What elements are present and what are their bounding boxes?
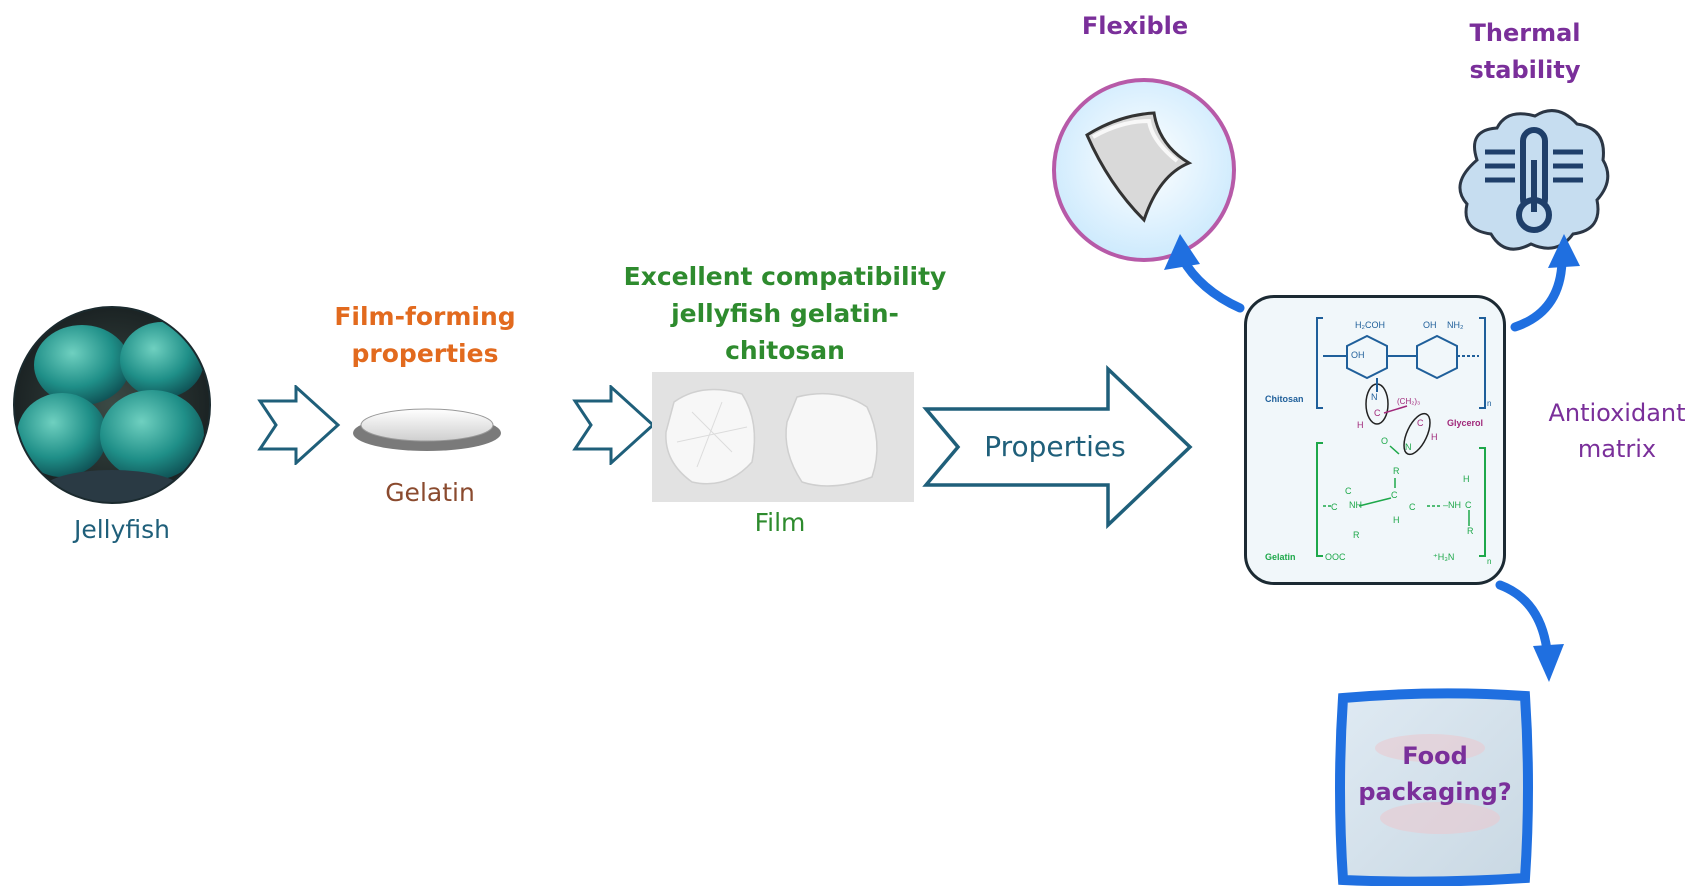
- glycerol-text: Glycerol: [1447, 418, 1483, 428]
- h2coh-text: H₂COH: [1355, 320, 1385, 330]
- gelatin-title-line2: properties: [351, 339, 499, 368]
- nh2-text: NH₂: [1447, 320, 1464, 330]
- food-packaging-label: Food packaging?: [1355, 738, 1515, 810]
- svg-text:C: C: [1331, 502, 1338, 512]
- gelatin-struct-text: Gelatin: [1265, 552, 1296, 562]
- svg-text:C: C: [1465, 500, 1472, 510]
- svg-text:–NH: –NH: [1443, 500, 1461, 510]
- thermal-label-line1: Thermal: [1469, 19, 1581, 47]
- oh-text: OH: [1423, 320, 1437, 330]
- svg-text:R: R: [1353, 530, 1360, 540]
- gelatin-title-line1: Film-forming: [334, 302, 516, 331]
- film-title-line2: jellyfish gelatin-: [671, 299, 899, 328]
- ooc-text: OOC: [1325, 552, 1346, 562]
- gelatin-disc-image: [350, 395, 505, 455]
- food-packaging-image: [1335, 688, 1533, 887]
- flexible-icon: [1049, 75, 1239, 265]
- svg-text:N: N: [1405, 442, 1412, 452]
- svg-text:NH: NH: [1349, 500, 1362, 510]
- jellyfish-image: [12, 305, 212, 505]
- antioxidant-label-line1: Antioxidant: [1548, 399, 1686, 427]
- svg-text:C: C: [1417, 418, 1424, 428]
- thermometer-cloud-icon: [1447, 100, 1615, 260]
- svg-text:O: O: [1381, 436, 1388, 446]
- thermal-label: Thermal stability: [1450, 15, 1600, 89]
- svg-text:C: C: [1374, 408, 1381, 418]
- film-title-line3: chitosan: [725, 336, 845, 365]
- oh-text-2: OH: [1351, 350, 1365, 360]
- food-packaging-line1: Food: [1402, 742, 1468, 770]
- thermal-label-line2: stability: [1469, 56, 1581, 84]
- arrow-to-thermal: [1510, 257, 1567, 332]
- svg-text:N: N: [1371, 392, 1378, 402]
- flow-arrow-2: [571, 383, 657, 467]
- svg-text:C: C: [1409, 502, 1416, 512]
- svg-text:R: R: [1393, 466, 1400, 476]
- film-title: Excellent compatibility jellyfish gelati…: [610, 258, 960, 369]
- arrow-to-food: [1495, 580, 1552, 655]
- ch2-text: (CH₂)₃: [1397, 397, 1420, 406]
- properties-label: Properties: [984, 430, 1126, 463]
- chemical-structure-box: H₂COH OH NH₂ OH Chitosan n N C H (CH₂)₃ …: [1244, 295, 1506, 585]
- flexible-label: Flexible: [1081, 12, 1189, 40]
- svg-text:H: H: [1431, 432, 1438, 442]
- antioxidant-label: Antioxidant matrix: [1542, 395, 1692, 467]
- svg-text:H: H: [1393, 515, 1400, 525]
- curved-arrows: [1150, 220, 1590, 690]
- svg-text:H: H: [1357, 420, 1364, 430]
- properties-arrow: [922, 364, 1194, 530]
- film-label: Film: [754, 508, 806, 537]
- n-sub-1: n: [1487, 399, 1491, 408]
- flow-arrow-1: [256, 383, 342, 467]
- svg-text:C: C: [1391, 490, 1398, 500]
- film-title-line1: Excellent compatibility: [623, 262, 947, 291]
- chitosan-text: Chitosan: [1265, 394, 1304, 404]
- film-image: [652, 372, 914, 502]
- n-sub-2: n: [1487, 557, 1491, 566]
- gelatin-title: Film-forming properties: [330, 298, 520, 372]
- h3n-text: ⁺H₃N: [1433, 552, 1454, 562]
- svg-text:C: C: [1345, 486, 1352, 496]
- gelatin-label: Gelatin: [385, 478, 475, 507]
- jellyfish-label: Jellyfish: [73, 515, 171, 544]
- svg-text:R: R: [1467, 526, 1474, 536]
- food-packaging-line2: packaging?: [1358, 778, 1512, 806]
- antioxidant-label-line2: matrix: [1577, 435, 1657, 463]
- svg-text:H: H: [1463, 474, 1470, 484]
